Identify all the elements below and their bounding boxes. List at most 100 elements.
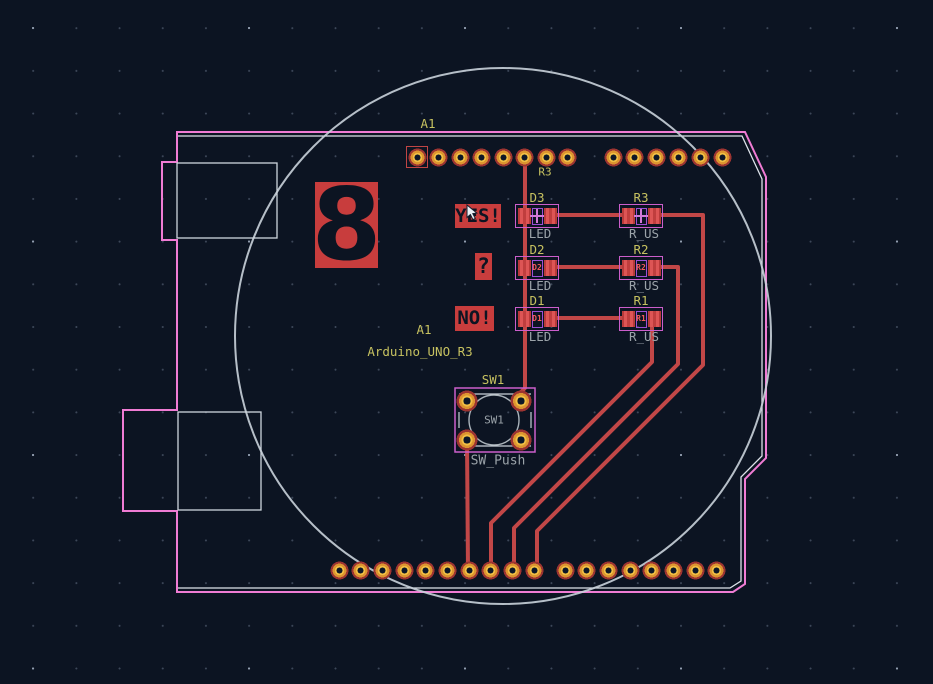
copper-trace[interactable] [465, 439, 470, 571]
text-label[interactable]: A1 [420, 115, 436, 131]
board-edge-outline[interactable] [122, 131, 767, 593]
component-body-outline [635, 259, 647, 277]
component-fab-ref: D2 [532, 263, 542, 272]
ref-label-r1[interactable]: R1 [633, 292, 649, 308]
header-pin-pad[interactable] [707, 560, 727, 580]
header-pin-pad[interactable] [329, 560, 349, 580]
component-body-outline [635, 310, 647, 328]
smd-pad-right [543, 310, 557, 327]
ref-label-d2[interactable]: D2 [529, 241, 545, 257]
smd-pad-left [517, 207, 531, 224]
component-r2[interactable]: R2 [619, 256, 663, 280]
header-pin-pad[interactable] [372, 560, 392, 580]
smd-pad-left [621, 259, 635, 276]
header-pin-pad[interactable] [690, 147, 710, 167]
value-label-sw1[interactable]: SW_Push [470, 453, 526, 469]
component-r1[interactable]: R1 [619, 307, 663, 331]
board-inner-outline [178, 135, 763, 589]
artwork-no[interactable]: NO! [455, 306, 494, 331]
header-pin-pad[interactable] [664, 560, 683, 580]
copper-trace[interactable] [512, 265, 680, 570]
header-pin-pad[interactable] [416, 560, 436, 580]
power-jack-outline [177, 411, 262, 511]
component-d3[interactable] [515, 204, 559, 228]
component-body-outline [531, 310, 543, 328]
header-pin-pad[interactable] [620, 560, 640, 580]
ref-label-sw1[interactable]: SW1 [481, 371, 505, 387]
header-pin-pad[interactable] [668, 147, 688, 167]
header-pin-pad[interactable] [577, 560, 597, 580]
value-label-r2[interactable]: R_US [628, 277, 660, 293]
component-body-outline [531, 259, 543, 277]
switch-pad[interactable] [510, 429, 532, 451]
header-pin-pad[interactable] [459, 560, 479, 580]
text-label[interactable]: Arduino_UNO_R3 [367, 343, 473, 359]
header-pin-pad[interactable] [558, 147, 578, 167]
smd-pad-right [647, 207, 661, 224]
copper-trace[interactable] [535, 213, 705, 570]
text-label[interactable]: R3 [538, 165, 552, 179]
smd-pad-left [517, 259, 531, 276]
component-d2[interactable]: D2 [515, 256, 559, 280]
smd-pad-left [517, 310, 531, 327]
component-fab-ref: R1 [636, 314, 646, 323]
header-pin-pad[interactable] [450, 147, 470, 167]
header-pin-pad[interactable] [536, 147, 556, 167]
pin1-square-marker [406, 146, 428, 168]
text-label[interactable]: A1 [416, 321, 432, 337]
artwork-question[interactable]: ? [475, 253, 492, 280]
usb-connector-outline [176, 162, 278, 239]
header-pin-pad[interactable] [503, 560, 523, 580]
smd-pad-right [647, 259, 661, 276]
header-pin-pad[interactable] [685, 560, 705, 580]
header-pin-pad[interactable] [603, 147, 623, 167]
header-pin-pad[interactable] [394, 560, 414, 580]
header-pin-pad[interactable] [642, 560, 662, 580]
ref-label-d3[interactable]: D3 [529, 189, 545, 205]
logo-circle-graphic[interactable] [234, 67, 772, 605]
switch-inner-label[interactable]: SW1 [484, 413, 504, 427]
header-pin-pad[interactable] [438, 560, 457, 580]
header-pin-pad[interactable] [625, 147, 645, 167]
smd-pad-right [543, 259, 557, 276]
switch-pad[interactable] [510, 390, 532, 412]
header-pin-pad[interactable] [429, 147, 449, 167]
smd-pad-left [621, 310, 635, 327]
artwork-8[interactable]: 8 [311, 166, 382, 283]
ref-label-r2[interactable]: R2 [633, 241, 649, 257]
header-pin-pad[interactable] [472, 147, 492, 167]
component-fab-ref: D1 [532, 314, 542, 323]
smd-pad-right [647, 310, 661, 327]
header-pin-pad[interactable] [647, 147, 667, 167]
value-label-d2[interactable]: LED [528, 277, 552, 293]
value-label-r3[interactable]: R_US [628, 225, 660, 241]
smd-pad-left [621, 207, 635, 224]
header-pin-pad[interactable] [407, 147, 427, 167]
value-label-d1[interactable]: LED [528, 328, 552, 344]
switch-pad[interactable] [456, 429, 478, 451]
ref-label-r3[interactable]: R3 [633, 189, 649, 205]
component-d1[interactable]: D1 [515, 307, 559, 331]
header-pin-pad[interactable] [481, 560, 501, 580]
ref-label-d1[interactable]: D1 [529, 292, 545, 308]
switch-body-circle [468, 394, 520, 446]
header-pin-pad[interactable] [555, 560, 575, 580]
header-pin-pad[interactable] [351, 560, 371, 580]
anchor-cross-icon [640, 209, 642, 223]
switch-pad[interactable] [456, 390, 478, 412]
copper-trace[interactable] [489, 319, 654, 570]
anchor-cross-icon [536, 209, 538, 223]
switch-courtyard[interactable] [454, 387, 536, 453]
header-pin-pad[interactable] [493, 147, 513, 167]
value-label-r1[interactable]: R_US [628, 328, 660, 344]
value-label-d3[interactable]: LED [528, 225, 552, 241]
header-pin-pad[interactable] [598, 560, 618, 580]
header-pin-pad[interactable] [515, 147, 535, 167]
component-r3[interactable] [619, 204, 663, 228]
header-pin-pad[interactable] [524, 560, 544, 580]
header-pin-pad[interactable] [712, 147, 732, 167]
